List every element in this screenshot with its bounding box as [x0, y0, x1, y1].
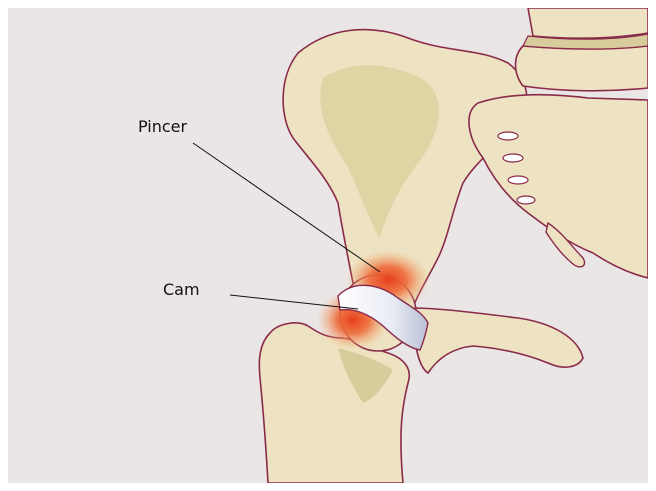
sacral-foramen: [517, 196, 535, 204]
cam-label: Cam: [163, 280, 200, 299]
diagram-frame: Pincer Cam: [8, 8, 648, 483]
vertebra-2: [516, 46, 649, 91]
sacral-foramen: [503, 154, 523, 162]
pincer-label: Pincer: [138, 117, 187, 136]
vertebra-1: [528, 8, 648, 38]
pubis-bone: [413, 308, 583, 373]
sacrum-bone: [469, 95, 648, 278]
sacral-foramen: [498, 132, 518, 140]
sacral-foramen: [508, 176, 528, 184]
hip-illustration: [8, 8, 648, 483]
